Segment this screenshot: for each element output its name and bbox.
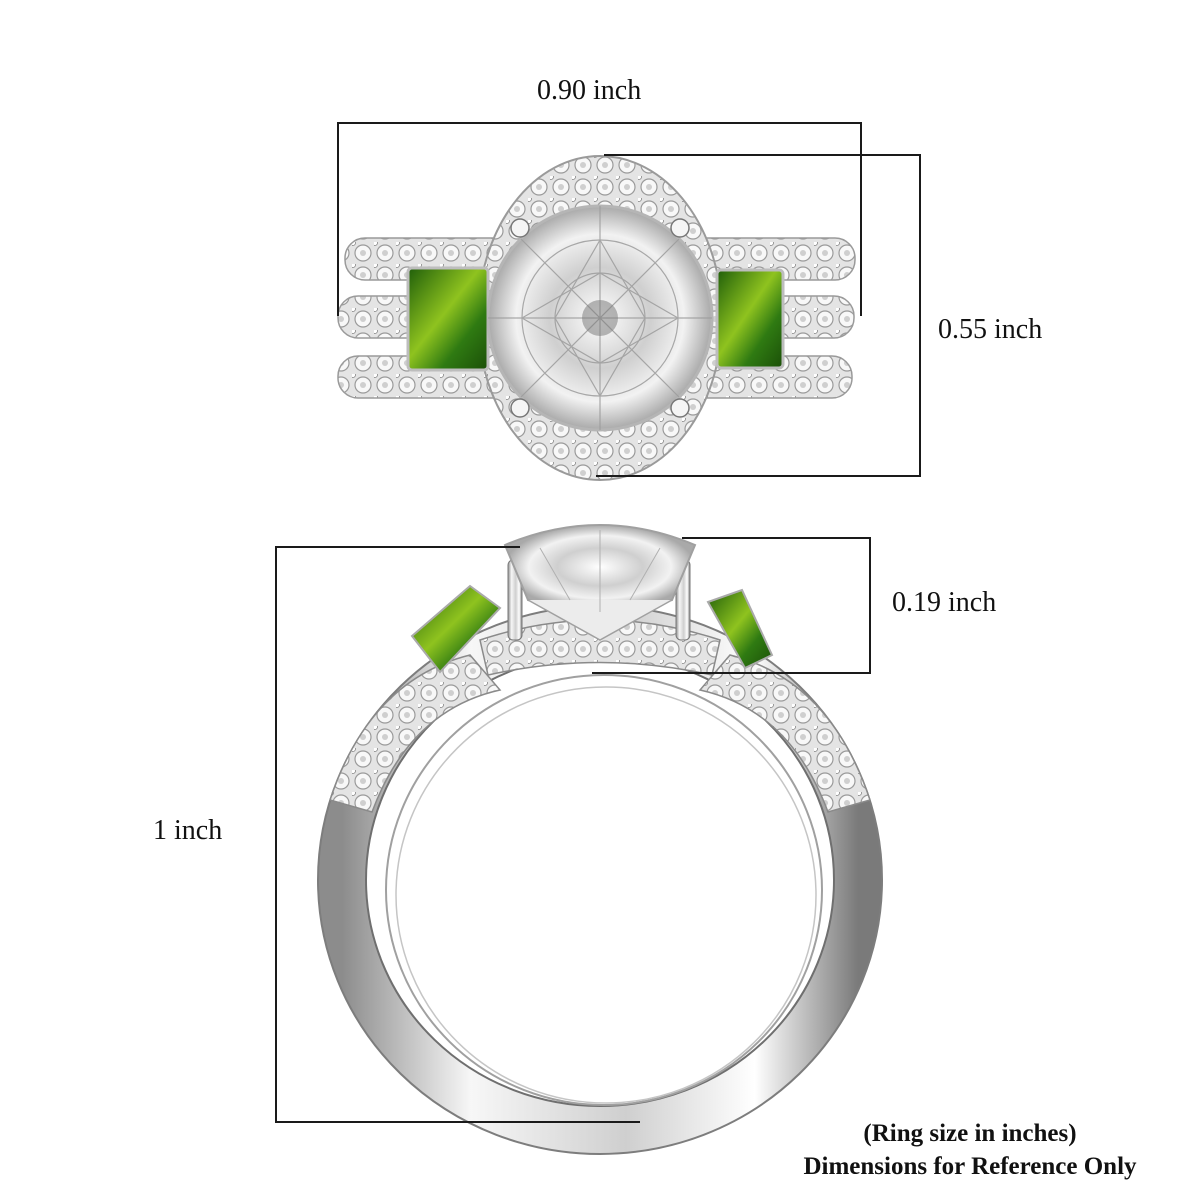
ring-size-note: (Ring size in inches) [863,1120,1077,1147]
side-total-height-label: 1 inch [153,815,223,846]
side-view-ring [317,524,883,1155]
reference-note: (Ring size in inches) Dimensions for Ref… [760,1117,1180,1183]
side-view-dimension-lines [275,537,871,1123]
top-height-label: 0.55 inch [938,314,1043,345]
top-width-label: 0.90 inch [537,75,642,106]
top-view-dimension-lines [337,122,921,477]
dimensions-disclaimer: Dimensions for Reference Only [803,1153,1137,1180]
top-view-ring [337,155,856,481]
side-setting-height-label: 0.19 inch [892,587,997,618]
